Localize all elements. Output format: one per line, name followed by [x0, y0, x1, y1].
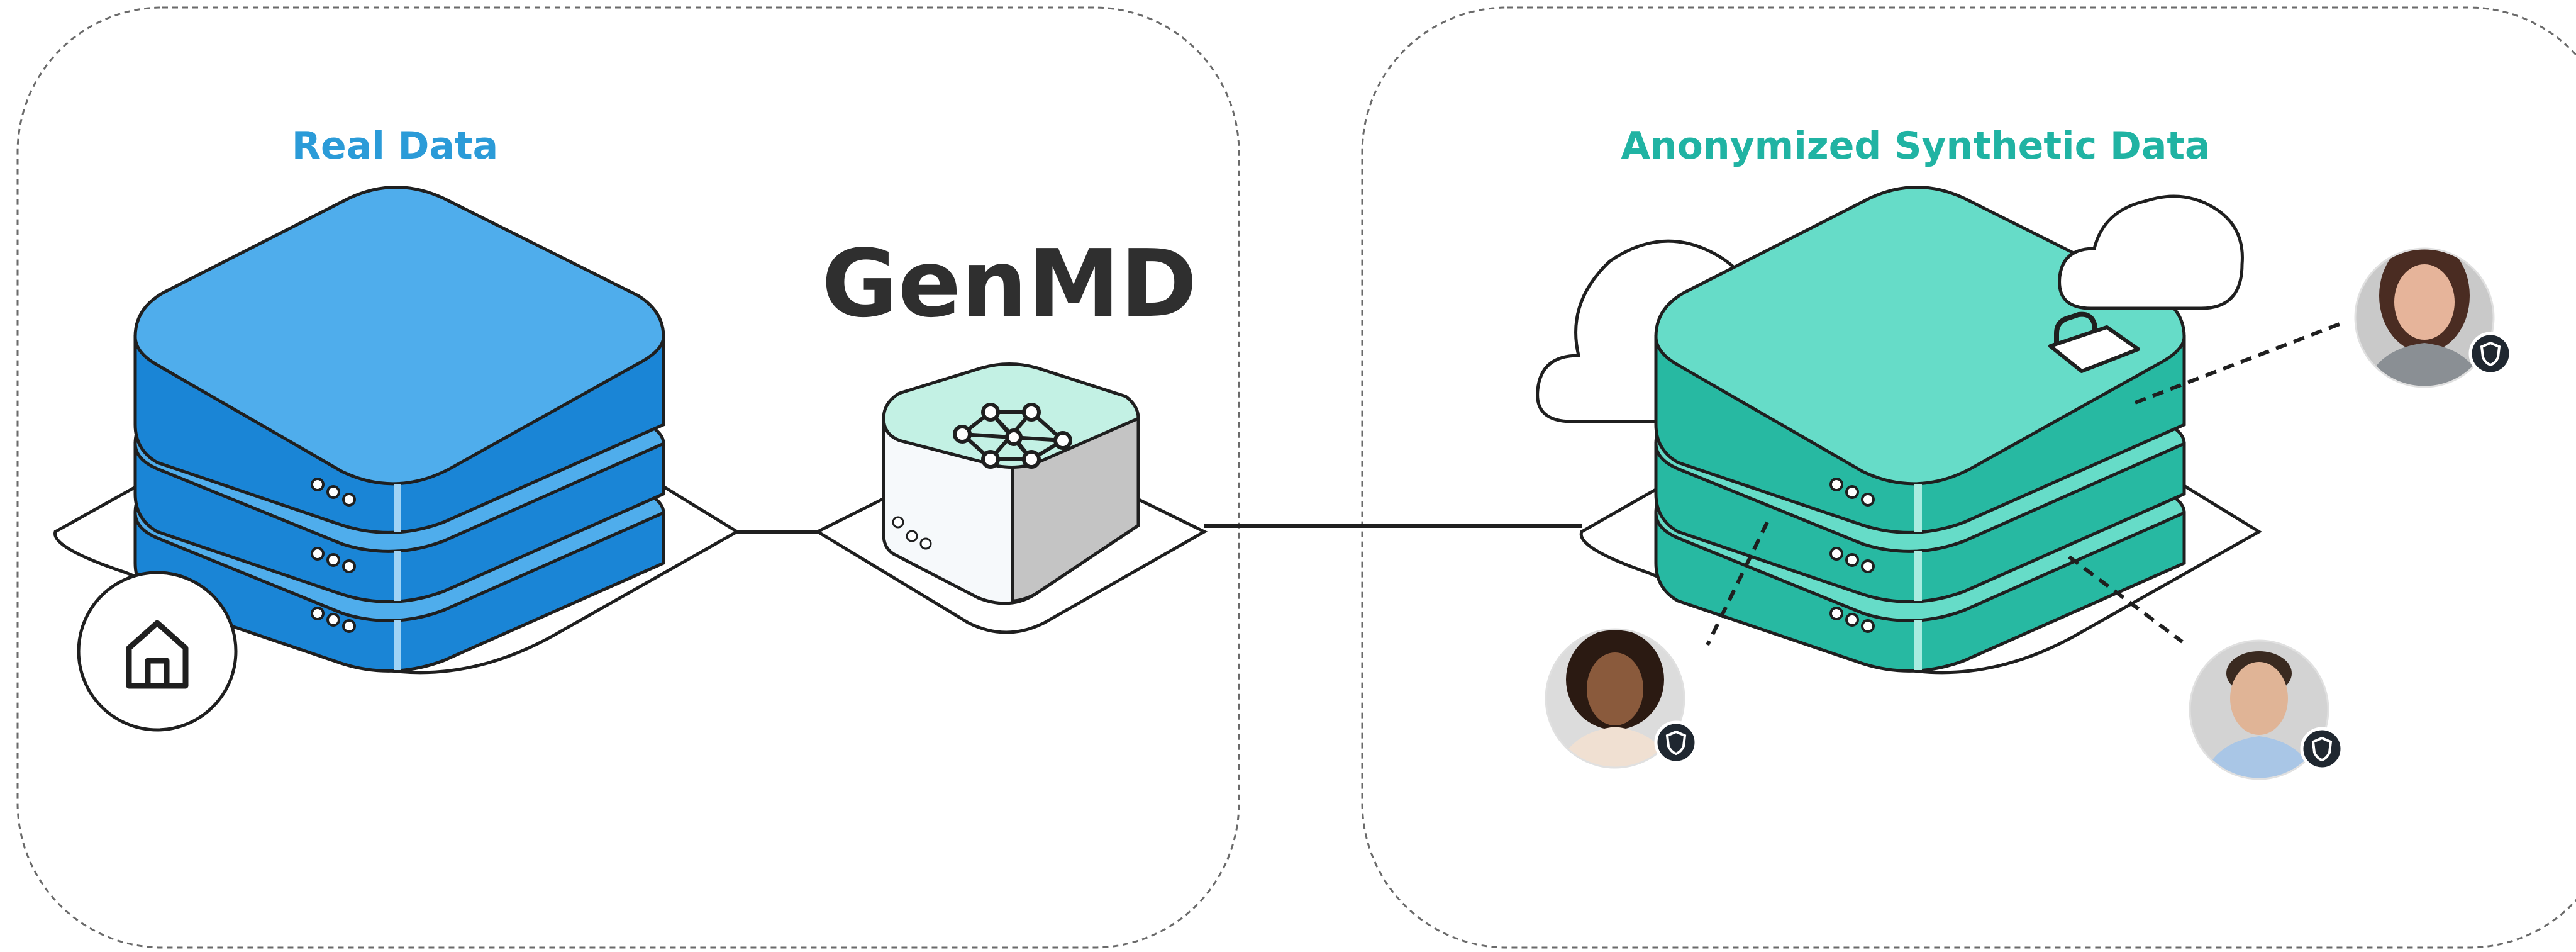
right-panel-frame: [1361, 6, 2576, 949]
left-panel-frame: [16, 6, 1240, 949]
shield-icon-3: [2300, 727, 2344, 771]
person-avatar-1: [2354, 247, 2495, 388]
real-data-database: [53, 186, 740, 675]
synthetic-data-title: Anonymized Synthetic Data: [1621, 124, 2210, 168]
link-person-3: [2068, 555, 2184, 644]
shield-icon-1: [2468, 332, 2512, 376]
real-data-title: Real Data: [292, 124, 498, 168]
synthetic-data-database: [1579, 186, 2262, 675]
neural-network-icon: [953, 403, 1072, 469]
lock-icon: [2048, 311, 2140, 373]
home-icon: [77, 571, 238, 732]
genmd-node: [814, 362, 1208, 634]
shield-icon-2: [1654, 720, 1698, 764]
person-avatar-2: [1545, 628, 1685, 769]
link-person-2: [1706, 521, 1769, 646]
genmd-title: GenMD: [821, 230, 1197, 338]
person-avatar-3: [2189, 639, 2329, 780]
cloud-icon-right: [2058, 194, 2244, 310]
